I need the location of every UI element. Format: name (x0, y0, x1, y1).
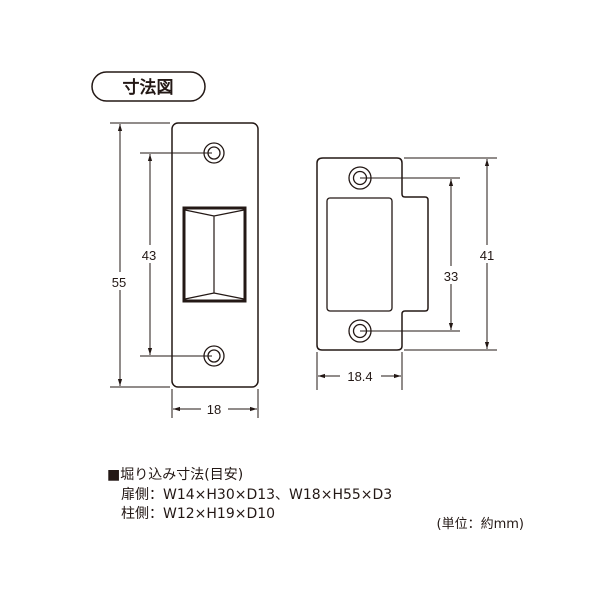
title-text: 寸法図 (123, 77, 174, 98)
door-plate (171, 122, 259, 388)
frame-dimensions (316, 157, 497, 390)
door-width-label: 18 (207, 402, 221, 417)
frame-height-label: 41 (480, 248, 494, 263)
frame-plate (316, 157, 429, 351)
title-badge: 寸法図 (91, 71, 206, 102)
frame-hole-pitch-label: 33 (444, 269, 458, 284)
mortise-notes: ■堀り込み寸法(目安) 扉側：W14×H30×D13、W18×H55×D3 柱側… (107, 466, 392, 525)
latch-opening (182, 206, 247, 303)
door-side-dimensions: 扉側：W14×H30×D13、W18×H55×D3 (121, 486, 393, 503)
door-hole-pitch-label: 43 (142, 248, 156, 263)
door-height-label: 55 (112, 275, 126, 290)
frame-side-dimensions: 柱側：W12×H19×D10 (121, 506, 276, 522)
notes-heading: ■堀り込み寸法(目安) (107, 467, 244, 483)
unit-note: (単位：約mm) (436, 517, 524, 532)
frame-width-label: 18.4 (347, 369, 372, 384)
